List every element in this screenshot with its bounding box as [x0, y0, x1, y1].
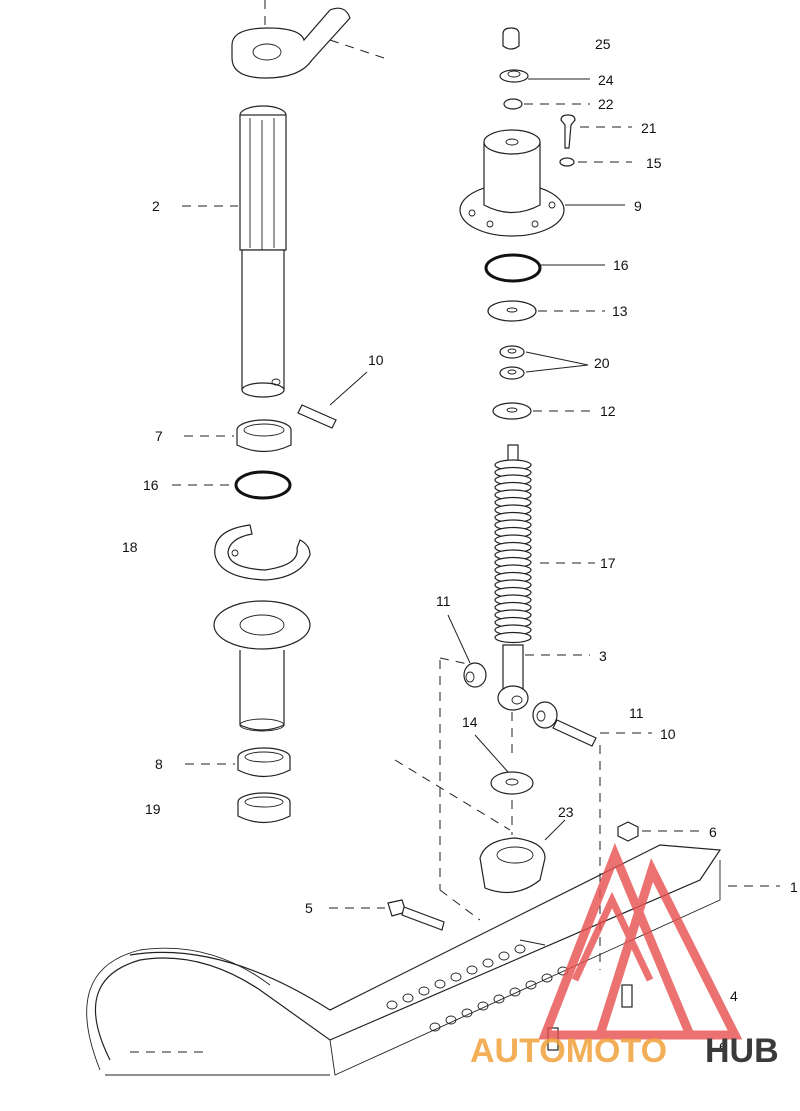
ski-mount-hole: [525, 980, 537, 990]
nut-part-24: [499, 69, 529, 83]
ski-mount-hole: [541, 973, 553, 983]
bushing-part-11-upper: [463, 662, 487, 688]
callout-19: 19: [145, 801, 161, 817]
bushing-part-8: [237, 747, 291, 778]
callout-10-left: 10: [368, 352, 384, 368]
spindle-housing: [213, 600, 311, 732]
callout-24: 24: [598, 72, 614, 88]
callout-5: 5: [305, 900, 313, 916]
ski-mount-hole: [429, 1022, 441, 1032]
ski-mount-hole: [434, 979, 446, 989]
callout-16-right: 16: [613, 257, 629, 273]
callout-15: 15: [646, 155, 662, 171]
washer-part-22: [503, 98, 523, 110]
bolt-part-5: [387, 899, 445, 931]
callout-8: 8: [155, 756, 163, 772]
shock-housing-part-9: [459, 129, 565, 237]
shock-eye-part-3: [497, 644, 529, 711]
ski-mount-hole: [466, 965, 478, 975]
ski-mount-hole: [445, 1015, 457, 1025]
callout-6-lower: 6: [719, 1039, 727, 1055]
callout-10-right: 10: [660, 726, 676, 742]
steering-spindle-part-2: [239, 105, 287, 398]
ski-mount-hole: [514, 944, 526, 954]
ski-mount-hole: [482, 958, 494, 968]
callout-14: 14: [462, 714, 478, 730]
watermark-word-hub: HUB: [705, 1032, 779, 1070]
ski-mount-hole: [477, 1001, 489, 1011]
pin-part-10: [297, 404, 337, 429]
ski-mount-hole: [493, 994, 505, 1004]
callout-7: 7: [155, 428, 163, 444]
leader-lines: [130, 78, 780, 1053]
callout-11-lower: 11: [629, 705, 644, 721]
callout-6-upper: 6: [709, 824, 717, 840]
ski-mount-hole: [450, 972, 462, 982]
callout-17: 17: [600, 555, 616, 571]
bushing-part-7: [236, 419, 292, 453]
washer-part-12: [492, 402, 532, 420]
o-ring-part-16-left: [234, 470, 292, 500]
assembly-guide-lines: [394, 657, 601, 970]
cap-part-25: [502, 27, 520, 50]
circlip-part-18: [214, 524, 311, 581]
callout-13: 13: [612, 303, 628, 319]
automotohub-watermark: AUTOMOTO HUB: [470, 842, 779, 1070]
mount-part-23: [479, 837, 546, 894]
callout-3: 3: [599, 648, 607, 664]
shock-spring-part-17: [494, 444, 532, 644]
callout-22: 22: [598, 96, 614, 112]
callout-2: 2: [152, 198, 160, 214]
nut-part-6: [617, 821, 639, 842]
callout-23: 23: [558, 804, 574, 820]
o-ring-part-16-right: [484, 253, 542, 283]
washer-part-14: [490, 771, 534, 795]
callout-1: 1: [790, 879, 798, 895]
callout-9: 9: [634, 198, 642, 214]
callout-16-left: 16: [143, 477, 159, 493]
callout-20: 20: [594, 355, 610, 371]
callout-4: 4: [730, 988, 738, 1004]
bushing-part-19: [237, 792, 291, 824]
washers-part-20: [499, 345, 525, 380]
callout-25: 25: [595, 36, 611, 52]
ski-mount-hole: [461, 1008, 473, 1018]
spring-coil: [494, 631, 532, 644]
spindle-top-plate: [231, 7, 391, 79]
ski-mount-hole: [498, 951, 510, 961]
bolt-part-21: [560, 114, 576, 149]
watermark-triangle-logo: [538, 842, 743, 1040]
callout-12: 12: [600, 403, 616, 419]
pin-part-10-right: [552, 719, 597, 747]
ski-mount-hole: [402, 993, 414, 1003]
callout-21: 21: [641, 120, 657, 136]
ski-mount-hole: [386, 1000, 398, 1010]
washer-part-13: [487, 300, 537, 322]
washer-part-15: [559, 157, 575, 167]
callout-11-upper: 11: [436, 593, 451, 609]
ski-part-1: [86, 844, 722, 1076]
ski-mount-hole: [509, 987, 521, 997]
ski-mount-hole: [418, 986, 430, 996]
bushing-part-11-lower: [532, 701, 558, 729]
callout-18: 18: [122, 539, 138, 555]
callout-labels: 25 24 22 21 15 9 16 13 20 12 17 3 11 11 …: [122, 36, 798, 1055]
watermark-word-automoto: AUTOMOTO: [470, 1032, 667, 1070]
